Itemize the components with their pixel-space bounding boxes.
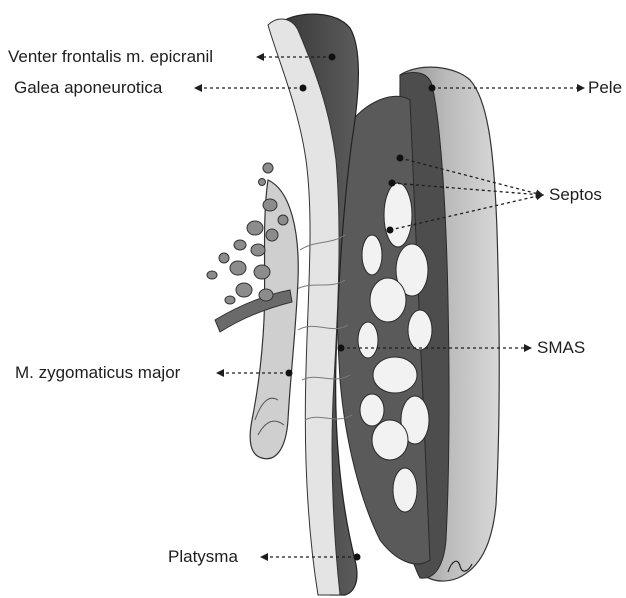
label-pele: Pele — [588, 78, 622, 98]
label-septos: Septos — [549, 185, 602, 205]
label-galea-aponeurotica: Galea aponeurotica — [14, 78, 162, 98]
label-platysma: Platysma — [168, 547, 238, 567]
label-zygomaticus-major: M. zygomaticus major — [15, 363, 180, 383]
label-smas: SMAS — [537, 338, 585, 358]
label-venter-frontalis: Venter frontalis m. epicranil — [8, 47, 213, 67]
